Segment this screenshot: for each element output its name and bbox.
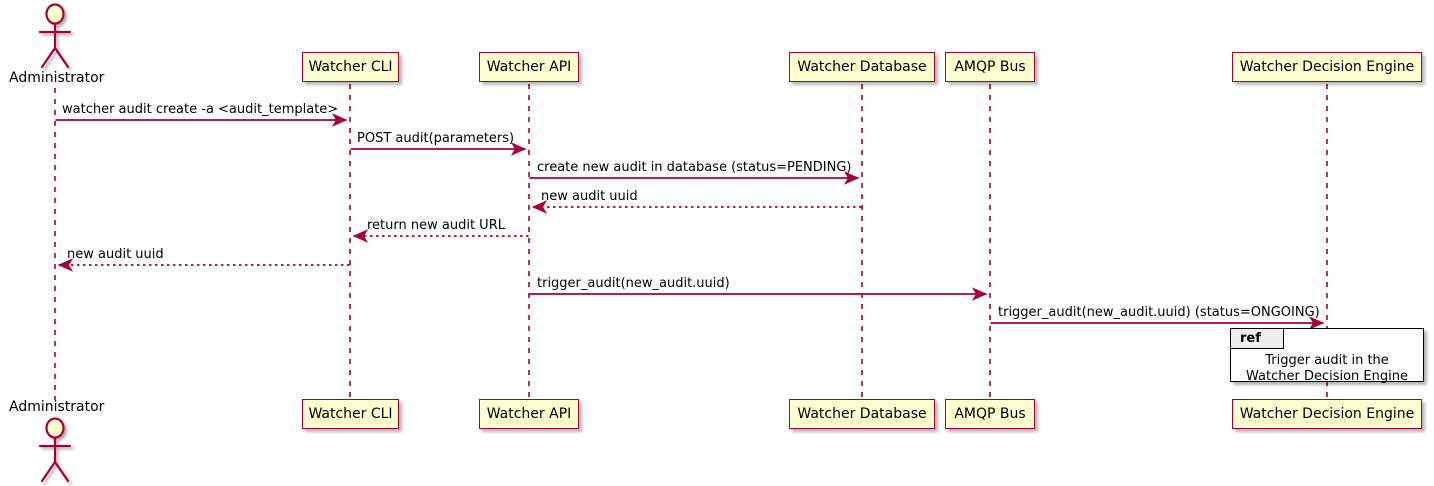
- ref-text-line-1: Trigger audit in the: [1265, 353, 1389, 368]
- participant-bottom-amqp-bus[interactable]: AMQP Bus: [945, 399, 1035, 429]
- actor-leg-right-icon: [53, 46, 70, 69]
- participant-top-watcher-database[interactable]: Watcher Database: [789, 52, 935, 82]
- label-message-watcher-audit-create: watcher audit create -a <audit_template>: [62, 102, 339, 117]
- actor-label-bottom-administrator: Administrator: [9, 399, 105, 415]
- actor-figure-bottom-administrator: [38, 417, 72, 483]
- participant-top-amqp-bus[interactable]: AMQP Bus: [945, 52, 1035, 82]
- ref-text-line-2: Watcher Decision Engine: [1246, 369, 1408, 384]
- message-arrows-group: [55, 113, 1325, 330]
- actor-leg-right-icon: [53, 460, 70, 483]
- label-message-trigger-audit-ongoing: trigger_audit(new_audit.uuid) (status=ON…: [998, 305, 1320, 320]
- participant-bottom-watcher-decision-engine[interactable]: Watcher Decision Engine: [1232, 399, 1422, 429]
- label-message-trigger-audit: trigger_audit(new_audit.uuid): [537, 276, 730, 291]
- lifelines-group: [54, 84, 1328, 400]
- participant-bottom-watcher-cli[interactable]: Watcher CLI: [302, 399, 399, 429]
- actor-glyphs-group: [38, 3, 72, 483]
- label-message-new-audit-uuid-db: new audit uuid: [541, 189, 638, 204]
- label-message-return-new-audit-url: return new audit URL: [367, 218, 505, 233]
- actor-head-icon: [45, 417, 65, 439]
- label-message-new-audit-uuid-cli: new audit uuid: [67, 247, 164, 262]
- participant-top-watcher-cli[interactable]: Watcher CLI: [302, 52, 399, 82]
- actor-leg-left-icon: [40, 460, 57, 483]
- actor-leg-left-icon: [40, 46, 57, 69]
- participant-bottom-watcher-api[interactable]: Watcher API: [479, 399, 579, 429]
- label-message-post-audit: POST audit(parameters): [357, 131, 515, 146]
- participant-top-watcher-api[interactable]: Watcher API: [479, 52, 579, 82]
- actor-head-icon: [45, 3, 65, 25]
- actor-label-top-administrator: Administrator: [9, 70, 105, 86]
- ref-tab-label: ref: [1231, 329, 1284, 349]
- participant-top-watcher-decision-engine[interactable]: Watcher Decision Engine: [1232, 52, 1422, 82]
- participant-bottom-watcher-database[interactable]: Watcher Database: [789, 399, 935, 429]
- label-message-create-new-audit: create new audit in database (status=PEN…: [537, 160, 852, 175]
- actor-figure-top-administrator: [38, 3, 72, 69]
